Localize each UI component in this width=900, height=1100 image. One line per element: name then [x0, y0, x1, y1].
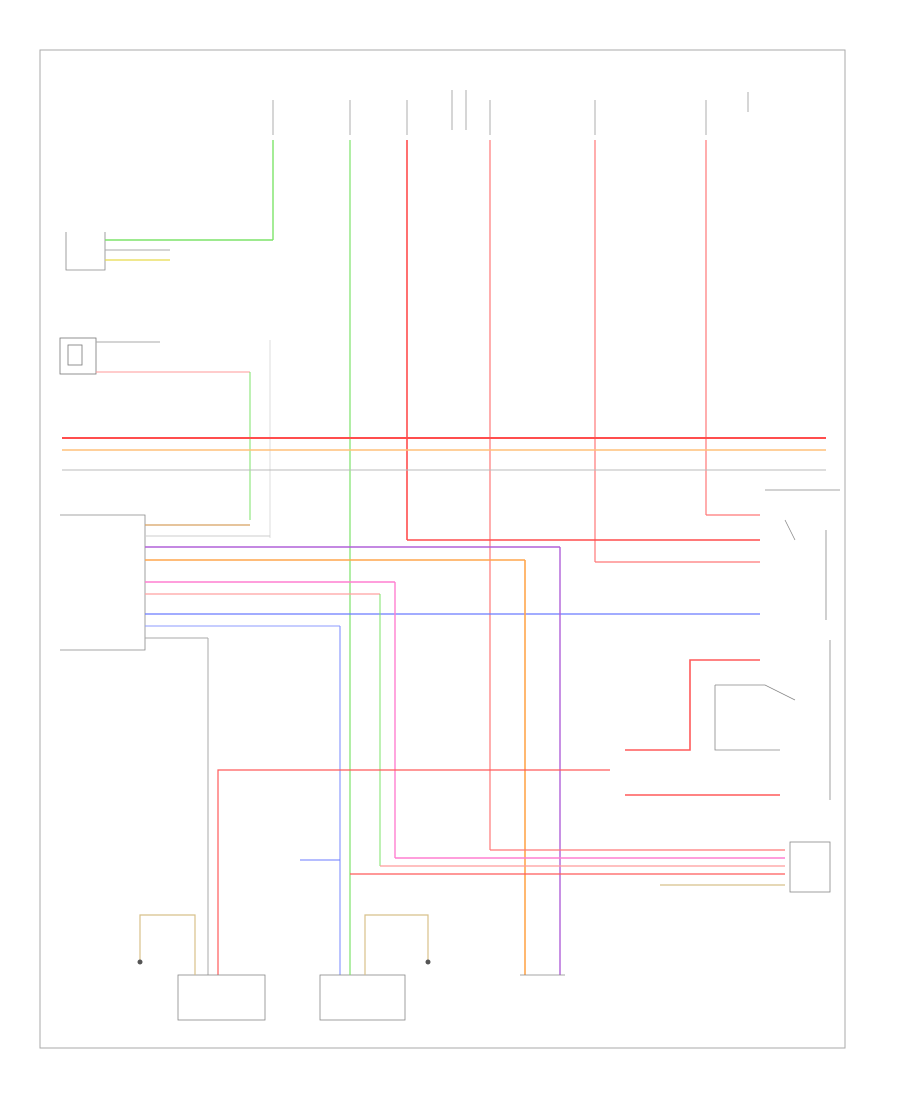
module-bottom-right — [789, 841, 831, 893]
bottom-module-2 — [319, 974, 406, 1021]
top-sources — [272, 90, 749, 135]
lower-red-1 — [217, 769, 610, 975]
ground-point-1 — [137, 959, 143, 965]
control-module — [60, 514, 146, 651]
relay-wire-red — [625, 659, 760, 751]
ground-point-2 — [425, 959, 431, 965]
diagram-frame — [39, 49, 846, 1049]
bottom-module-1 — [177, 974, 266, 1021]
wire-tan-bm2 — [364, 914, 429, 975]
sensor-top-left — [65, 232, 106, 271]
wire-tan-bm1 — [139, 914, 196, 975]
relay-box — [714, 640, 831, 800]
right-switch — [765, 489, 840, 620]
sensor-box-2 — [59, 337, 97, 375]
